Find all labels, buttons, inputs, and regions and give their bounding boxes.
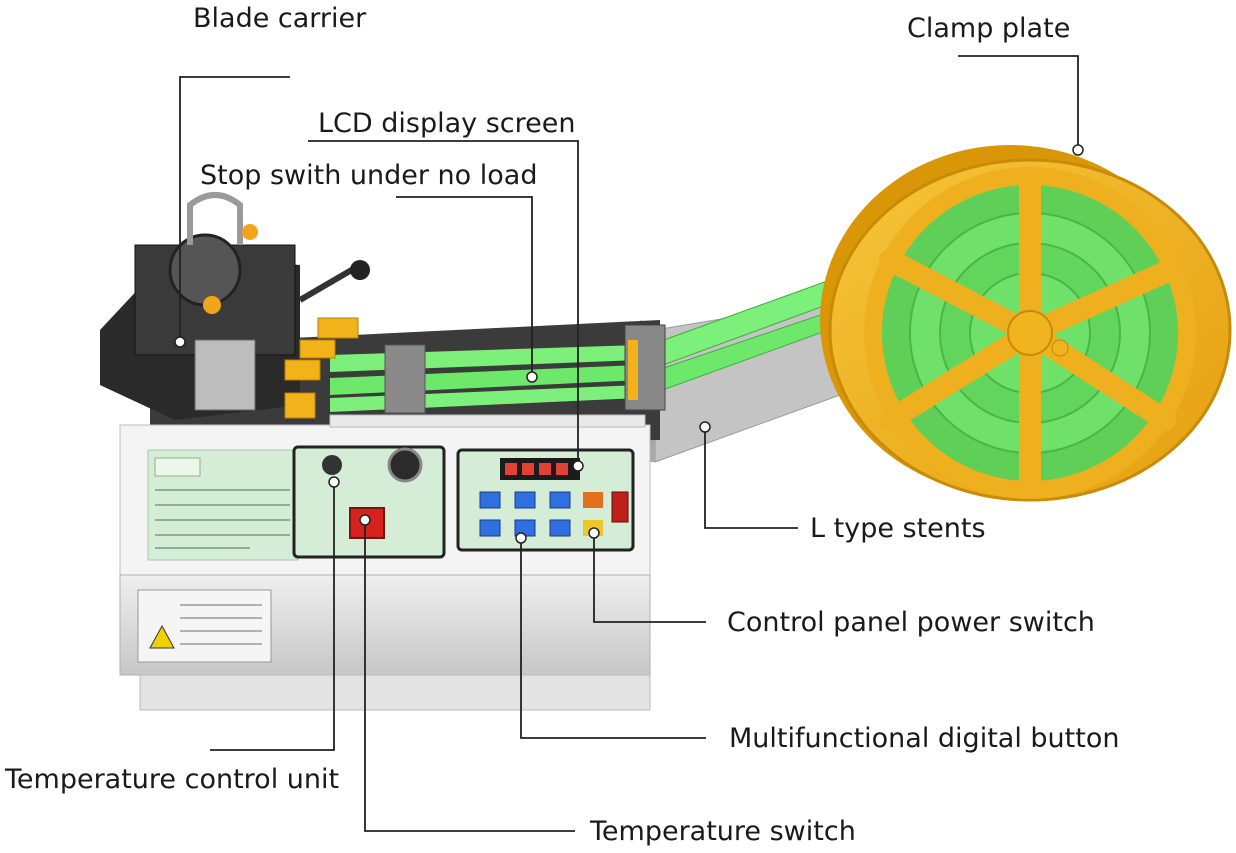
label-lcd-display: LCD display screen [318,108,576,139]
leader-temp-switch [364,520,575,832]
reel [820,145,1232,502]
dot-digital-button [515,532,527,544]
leader-l-type-stents [704,427,798,529]
digital-panel [456,448,635,552]
leader-digital-button [520,538,706,739]
leader-power-switch [593,533,706,623]
leader-temp-control [210,482,335,751]
temperature-panel [292,445,446,559]
instruction-panel [147,449,299,561]
warning-plate [137,589,272,663]
leader-stop-switch [396,196,533,377]
leader-blade-carrier [179,76,290,342]
leader-lcd-display [308,140,579,466]
dot-lcd-display [572,460,584,472]
label-blade-carrier: Blade carrier [193,3,367,34]
dot-temp-switch [359,514,371,526]
feed-rollers [624,324,666,411]
dot-temp-control [328,476,340,488]
label-temperature-control: Temperature control unit [5,764,340,795]
label-control-panel-power: Control panel power switch [727,607,1095,638]
label-clamp-plate: Clamp plate [907,13,1071,44]
dot-stop-switch [526,371,538,383]
dot-blade-carrier [174,336,186,348]
label-l-type-stents: L type stents [810,513,986,544]
dot-l-type-stents [699,421,711,433]
blade-carrier [100,192,370,420]
label-multifunctional-button: Multifunctional digital button [729,723,1120,754]
leader-lines [179,55,1079,832]
dot-clamp-plate [1072,144,1084,156]
leader-dots [174,144,1084,544]
dot-power-switch [588,527,600,539]
label-temperature-switch: Temperature switch [590,816,856,847]
leader-clamp-plate [958,55,1079,150]
label-stop-switch: Stop swith under no load [200,160,538,191]
